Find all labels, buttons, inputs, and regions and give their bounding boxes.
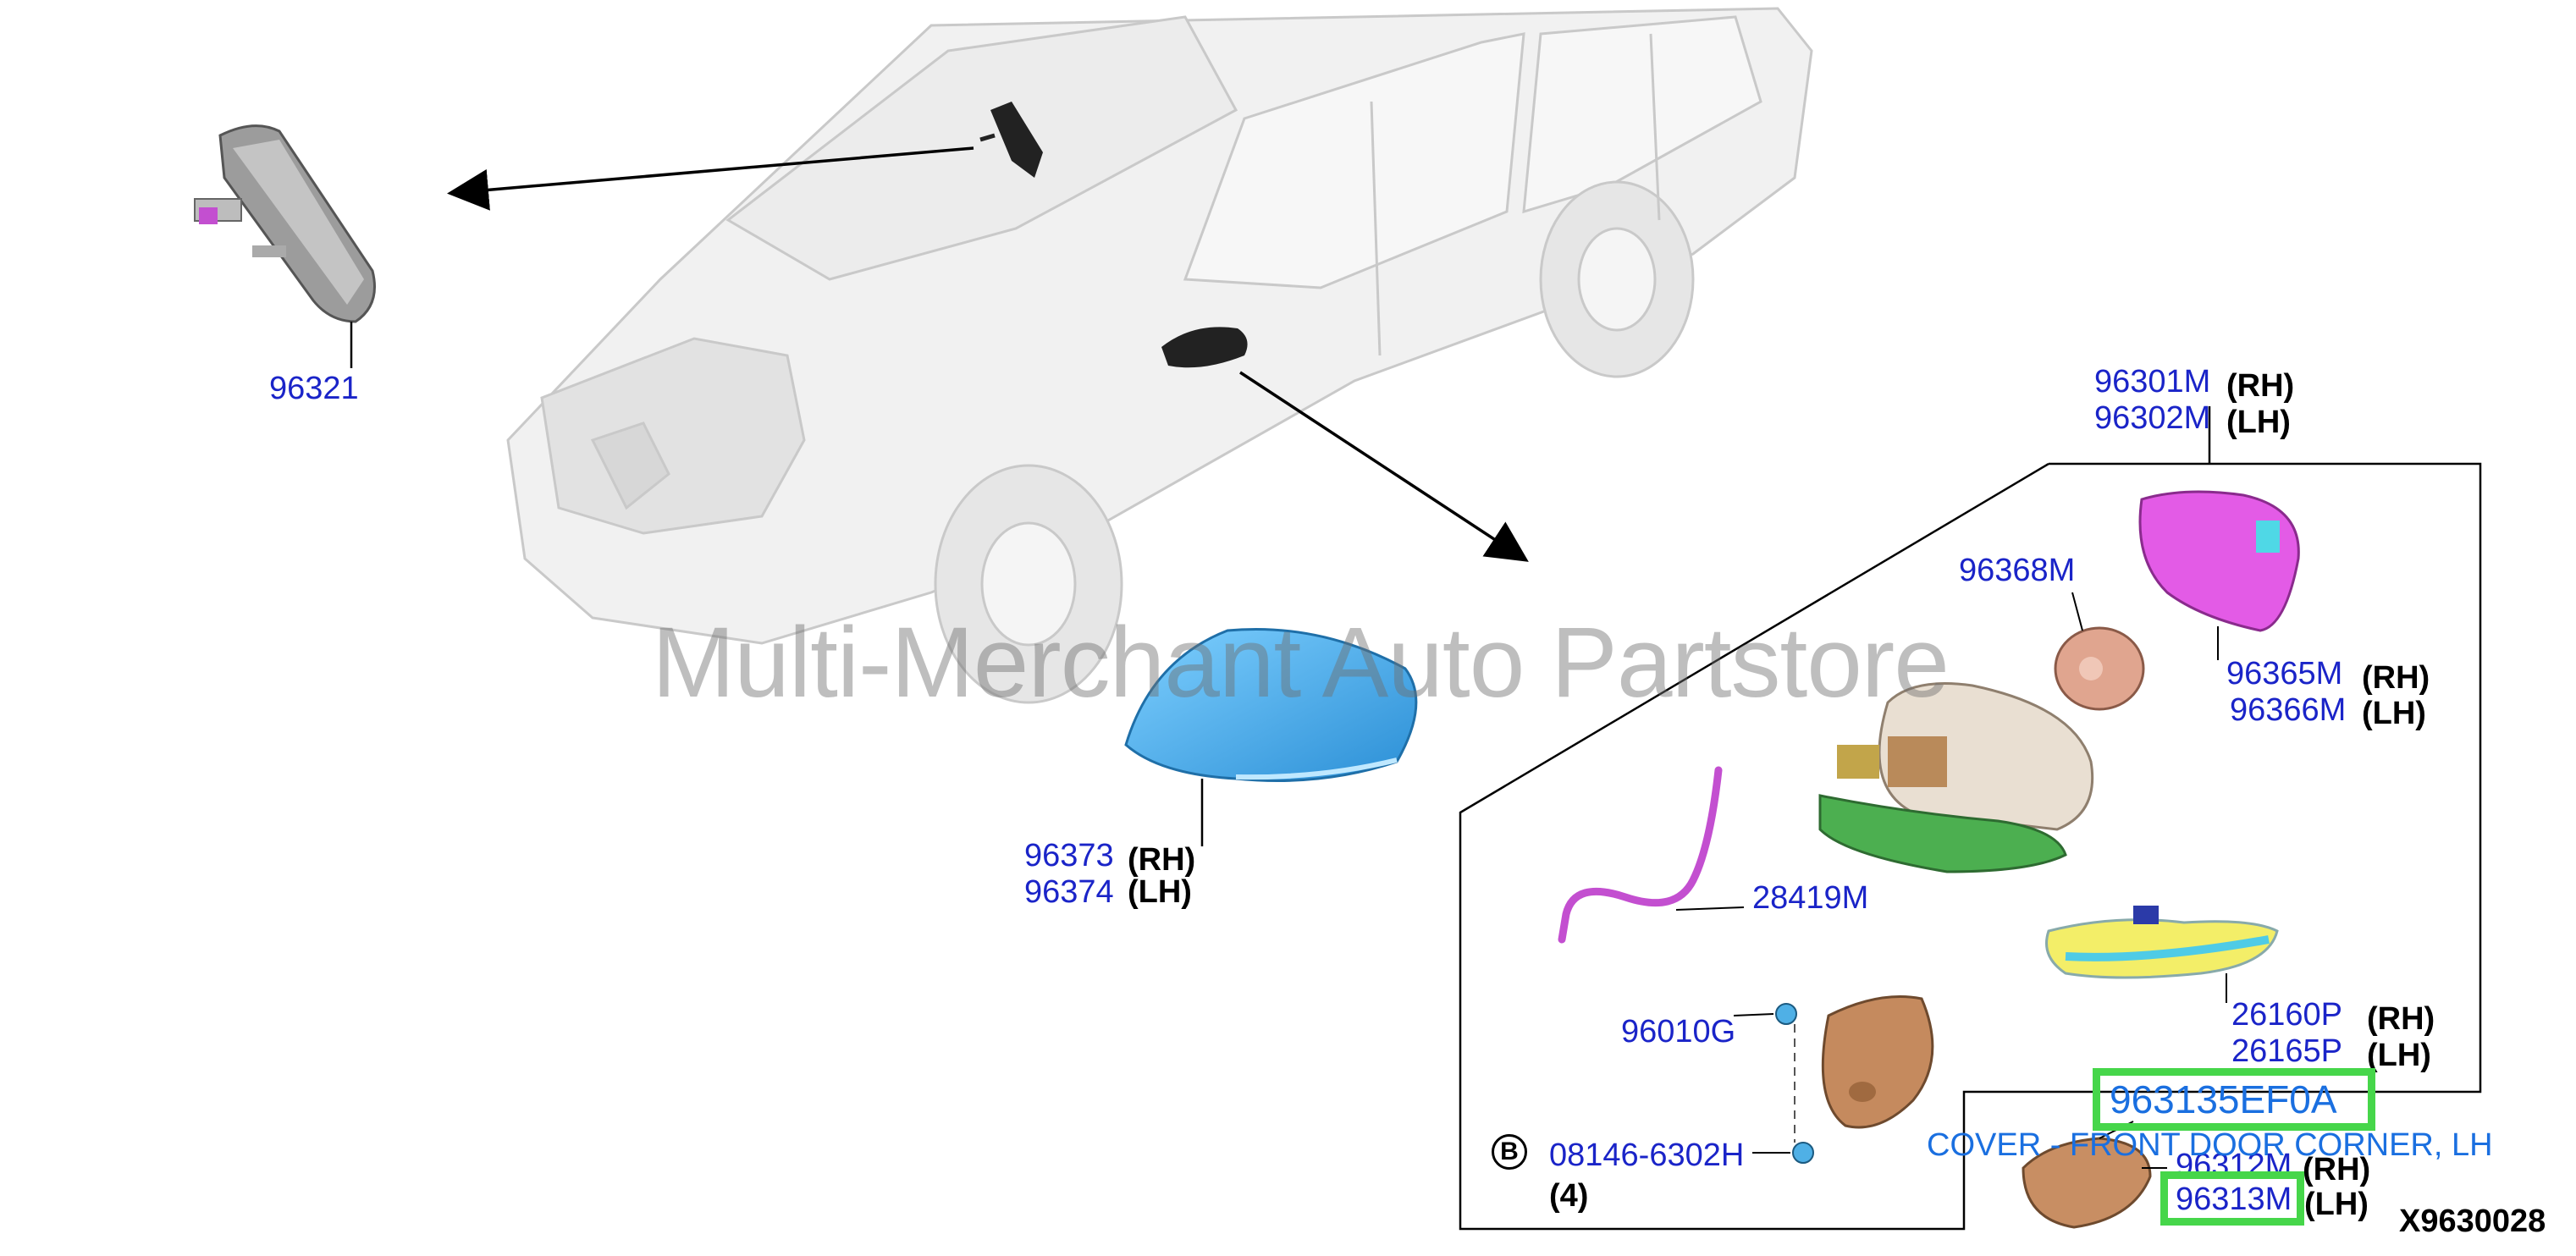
bolt-quantity: (4)	[1549, 1178, 1589, 1214]
side-label-rh: (RH)	[2303, 1152, 2371, 1187]
screw-parts	[1733, 1003, 1814, 1164]
highlight-box-96313m[interactable]	[2160, 1171, 2304, 1226]
door-mirror-mark	[1161, 327, 1248, 368]
side-label-rh: (RH)	[1128, 842, 1196, 878]
part-label-bolt[interactable]: 08146-6302H	[1549, 1138, 1745, 1173]
exploded-view-frame	[1459, 462, 2482, 1231]
mirror-glass-part	[2138, 490, 2300, 660]
part-label-screw[interactable]: 96010G	[1621, 1014, 1736, 1049]
side-label-rh: (RH)	[2226, 368, 2295, 404]
part-label-lamp-lh[interactable]: 26165P	[2231, 1033, 2343, 1069]
highlighted-part-number[interactable]: 963135EF0A	[2110, 1077, 2337, 1121]
part-label-mirror-rh[interactable]: 96301M	[2094, 364, 2211, 399]
part-label-96321[interactable]: 96321	[269, 371, 359, 406]
bolt-symbol-b: B	[1492, 1134, 1527, 1170]
highlight-box-part-number[interactable]	[2093, 1068, 2375, 1131]
wire-harness-part	[1558, 766, 1723, 944]
side-label-rh: (RH)	[2362, 660, 2430, 696]
part-label-glass-rh[interactable]: 96365M	[2226, 656, 2343, 691]
diagram-code: X9630028	[2399, 1204, 2546, 1239]
part-label-harness[interactable]: 28419M	[1752, 880, 1869, 916]
side-label-lh: (LH)	[2304, 1187, 2369, 1222]
mirror-actuator-part	[2054, 592, 2145, 711]
side-label-rh: (RH)	[2367, 1001, 2435, 1037]
windshield-mirror-mark	[979, 102, 1043, 178]
mirror-cover-part	[1124, 627, 1418, 846]
mirror-bracket-part	[1821, 995, 1934, 1129]
part-label-corner-lh[interactable]: 96313M	[2176, 1182, 2292, 1217]
highlighted-part-description: COVER - FRONT DOOR CORNER, LH	[1927, 1127, 2493, 1163]
turn-signal-lamp-part	[2045, 906, 2279, 1003]
watermark: Multi-Merchant Auto Partstore	[652, 607, 1950, 719]
side-label-lh: (LH)	[2226, 405, 2291, 440]
part-label-actuator[interactable]: 96368M	[1959, 553, 2076, 588]
side-label-lh: (LH)	[2367, 1038, 2431, 1073]
part-label-glass-lh[interactable]: 96366M	[2230, 692, 2347, 728]
part-label-mirror-lh[interactable]: 96302M	[2094, 400, 2211, 436]
part-label-cover-lh[interactable]: 96374	[1024, 874, 1114, 910]
mirror-housing-part	[1818, 682, 2094, 873]
car-illustration	[506, 7, 1813, 704]
side-label-lh: (LH)	[1128, 874, 1192, 910]
part-label-cover-rh[interactable]: 96373	[1024, 838, 1114, 873]
side-label-lh: (LH)	[2362, 696, 2426, 731]
part-label-lamp-rh[interactable]: 26160P	[2231, 997, 2343, 1033]
rear-view-mirror-part	[194, 124, 376, 368]
corner-cover-part	[2022, 1121, 2167, 1229]
